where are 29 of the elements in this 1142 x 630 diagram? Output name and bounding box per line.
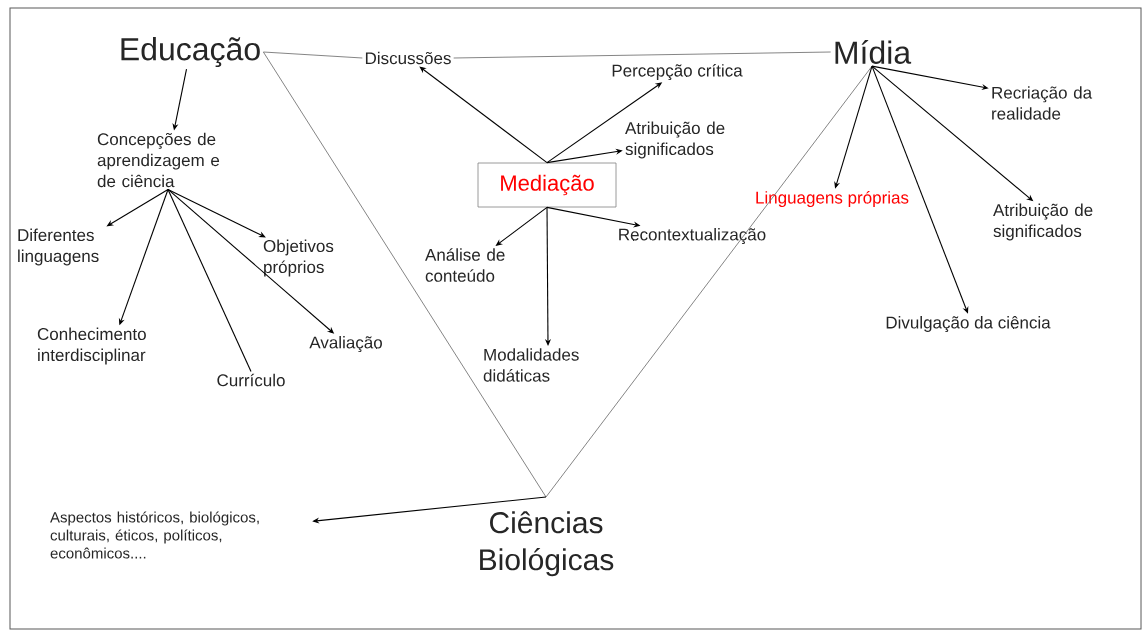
- concept-text: Avaliação: [309, 336, 382, 352]
- note-text: Aspectos históricos, biológicos, culturais, éticos, políticos, econômicos....: [50, 511, 259, 559]
- concept-text: Análise de conteúdo: [425, 248, 505, 282]
- concept-text: Divulgação da ciência: [886, 316, 1051, 332]
- mediation-box: Mediação: [477, 162, 617, 208]
- concept-text: Currículo: [217, 373, 285, 387]
- concept-text: Diferentes linguagens: [18, 228, 99, 266]
- triangle-side: [453, 51, 832, 59]
- concept-text: Conhecimento interdisciplinar: [37, 327, 146, 365]
- concept-text: Modalidades didáticas: [483, 348, 579, 382]
- heading-text: Educação: [121, 37, 260, 67]
- arrow: [419, 66, 548, 164]
- concept-text: Atribuição de significados: [625, 121, 725, 159]
- concept-text: Discussões: [365, 51, 451, 65]
- concept-text: Atribuição de significados: [993, 203, 1093, 241]
- heading-text: Mídia: [835, 40, 912, 64]
- triangle-side: [262, 51, 363, 59]
- arrow: [871, 65, 969, 314]
- triangle-side: [262, 51, 547, 498]
- concept-text: Recontextualização: [619, 228, 766, 244]
- concept-text: Linguagens próprias: [756, 191, 909, 208]
- concept-text: Concepções de aprendizagem e de ciência: [97, 132, 220, 188]
- arrow: [167, 188, 266, 238]
- connector-line: [167, 188, 252, 372]
- triangle-side: [545, 65, 873, 498]
- concept-text: Recriação da realidade: [992, 86, 1093, 120]
- concept-text: Objetivos próprios: [263, 239, 334, 277]
- heading-text: Ciências Biológicas: [480, 511, 614, 577]
- concept-text: Percepção crítica: [612, 63, 743, 81]
